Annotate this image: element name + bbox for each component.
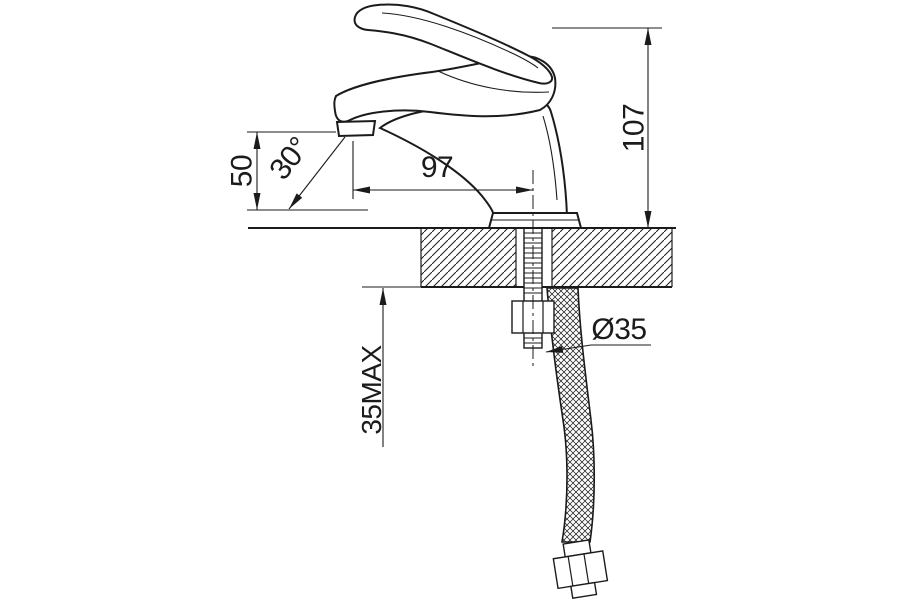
- dim-max-deck-thickness: 35MAX: [356, 286, 421, 447]
- hose-end-fitting: [552, 539, 609, 600]
- body-inner-contour: [542, 115, 558, 201]
- dim-label-hole-diameter: Ø35: [591, 313, 646, 346]
- stream-direction-line: [288, 136, 346, 210]
- dim-label-max-thickness: 35MAX: [356, 345, 387, 435]
- hex-flat-line: [567, 556, 574, 587]
- dim-label-spout-reach: 97: [421, 151, 453, 184]
- dim-mounting-hole-diameter: Ø35: [545, 313, 651, 353]
- deck-hatch-right: [552, 228, 672, 287]
- dim-label-outlet-height: 50: [226, 155, 259, 187]
- faucet-head-and-spout: [333, 54, 557, 123]
- dim-label-total-height: 107: [618, 104, 651, 153]
- lever-handle: [353, 3, 554, 85]
- dim-spout-outlet-height: 50: [226, 131, 368, 211]
- hex-flat-line: [583, 553, 590, 584]
- lever-detail-line: [381, 12, 539, 69]
- leader-line: [545, 344, 592, 353]
- head-seam-line: [437, 70, 550, 93]
- dim-stream-angle: 30°: [263, 131, 346, 210]
- countertop-section: [248, 227, 676, 288]
- fitting-tail: [570, 581, 598, 600]
- deck-hatch-left: [421, 228, 516, 287]
- faucet: [333, 3, 583, 229]
- spout-aerator: [335, 119, 377, 138]
- fitting-hex-nut: [552, 550, 609, 590]
- dim-total-height: 107: [552, 27, 662, 228]
- dim-spout-reach: 97: [352, 141, 533, 199]
- dim-label-stream-angle: 30°: [263, 131, 316, 186]
